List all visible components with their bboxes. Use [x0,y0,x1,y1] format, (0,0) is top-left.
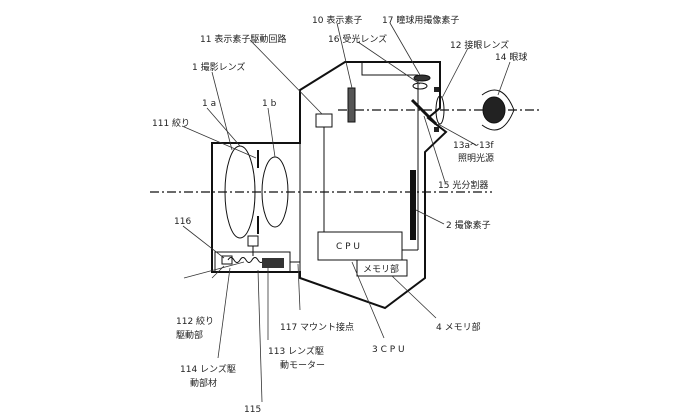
display-driver-box [315,113,333,128]
display-element [347,87,356,123]
label-display-element: 10 表示素子 [312,14,362,26]
label-lens-1b: 1 b [262,99,277,109]
label-cpu: 3 C P U [372,345,405,355]
cpu-box-text: C P U [336,242,360,252]
label-motor-1: 113 レンズ駆 [268,345,324,357]
memory-box-text: メモリ部 [363,263,399,275]
camera-body-outline [211,61,448,310]
label-display-driver: 11 表示素子駆動回路 [200,33,286,45]
label-eye-sensor: 17 瞳球用撮像素子 [382,14,459,26]
label-lens-1a: 1 a [202,99,216,109]
label-aperture: 111 絞り [152,117,190,129]
label-taking-lens: 1 撮影レンズ [192,61,245,73]
memory-box [356,259,408,277]
lens-drive-mechanism [214,235,300,273]
label-mount-contact: 117 マウント接点 [280,321,354,333]
label-light-receiving-lens: 16 受光レンズ [328,33,387,45]
beam-splitter-element [410,98,438,126]
light-receiving-lens-element [412,82,428,90]
label-lens-drive-1: 114 レンズ駆 [180,363,236,375]
label-aperture-drive-2: 駆動部 [176,329,203,341]
eyepiece-lens-element [435,95,445,125]
label-beam-splitter: 15 光分割器 [438,179,488,191]
eyeball-graphic [481,89,515,131]
image-sensor-element [410,170,416,240]
label-motor-2: 動モーター [280,360,325,371]
label-memory: 4 メモリ部 [436,321,481,333]
label-illum-range: 13a～13f [453,141,494,151]
label-eyeball: 14 眼球 [495,51,527,63]
label-lens-116: 116 [174,217,191,227]
illum-source-top [434,87,439,92]
label-eyepiece-lens: 12 接眼レンズ [450,39,509,51]
label-image-sensor: 2 撮像素子 [446,219,491,231]
label-partial-115: 115 [244,405,261,413]
leader-lines [181,22,511,403]
label-illum-name: 照明光源 [458,152,494,164]
viewfinder-line-1 [361,62,418,76]
illum-source-bottom [434,127,439,132]
label-aperture-drive-1: 112 絞り [176,315,214,327]
label-lens-drive-2: 動部材 [190,377,217,389]
eye-sensor-element [413,74,431,82]
